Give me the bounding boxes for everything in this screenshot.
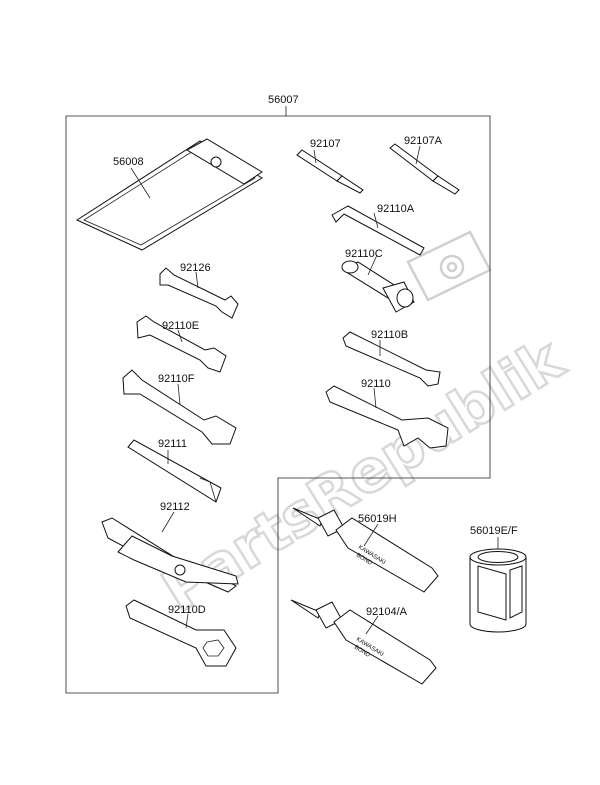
label-wrench-small: 92126 bbox=[180, 262, 211, 274]
hex-key bbox=[331, 205, 425, 256]
socket-wrench bbox=[341, 260, 415, 313]
label-wrench-b: 92110B bbox=[371, 329, 408, 341]
grease-can bbox=[469, 548, 527, 633]
bond-tube-h: KAWASAKI BOND bbox=[292, 507, 439, 593]
wrench-e bbox=[136, 315, 227, 373]
label-kit: 56007 bbox=[268, 94, 299, 106]
label-wrench-f: 92110F bbox=[158, 373, 195, 385]
label-tube-h: 56019H bbox=[358, 513, 397, 525]
handle bbox=[127, 439, 222, 503]
label-ring: 92110D bbox=[168, 604, 206, 616]
label-wrench-large: 92110 bbox=[361, 378, 391, 390]
label-wrench-e: 92110E bbox=[162, 320, 199, 332]
gear-icon bbox=[406, 230, 492, 302]
label-handle: 92111 bbox=[158, 438, 187, 450]
label-pliers: 92112 bbox=[160, 501, 190, 513]
label-pouch: 56008 bbox=[113, 156, 144, 168]
label-driver-b: 92107A bbox=[404, 135, 443, 147]
wrench-b bbox=[342, 331, 441, 387]
kit-frame bbox=[65, 115, 491, 694]
screwdriver bbox=[296, 149, 364, 194]
wrench-f bbox=[122, 369, 237, 445]
label-can: 56019E/F bbox=[470, 525, 518, 537]
ring-spanner bbox=[125, 599, 237, 667]
label-tube-a: 92104/A bbox=[366, 606, 408, 618]
label-socket: 92110C bbox=[345, 248, 383, 260]
bond-tube-a: KAWASAKI BOND bbox=[290, 599, 437, 685]
pliers bbox=[101, 517, 239, 593]
screwdriver-a bbox=[389, 143, 460, 195]
tool-pouch bbox=[75, 138, 263, 251]
wrench-large bbox=[325, 385, 449, 449]
label-driver-a: 92107 bbox=[310, 138, 341, 150]
wrench-small bbox=[159, 267, 239, 319]
label-hex-key: 92110A bbox=[377, 203, 415, 215]
